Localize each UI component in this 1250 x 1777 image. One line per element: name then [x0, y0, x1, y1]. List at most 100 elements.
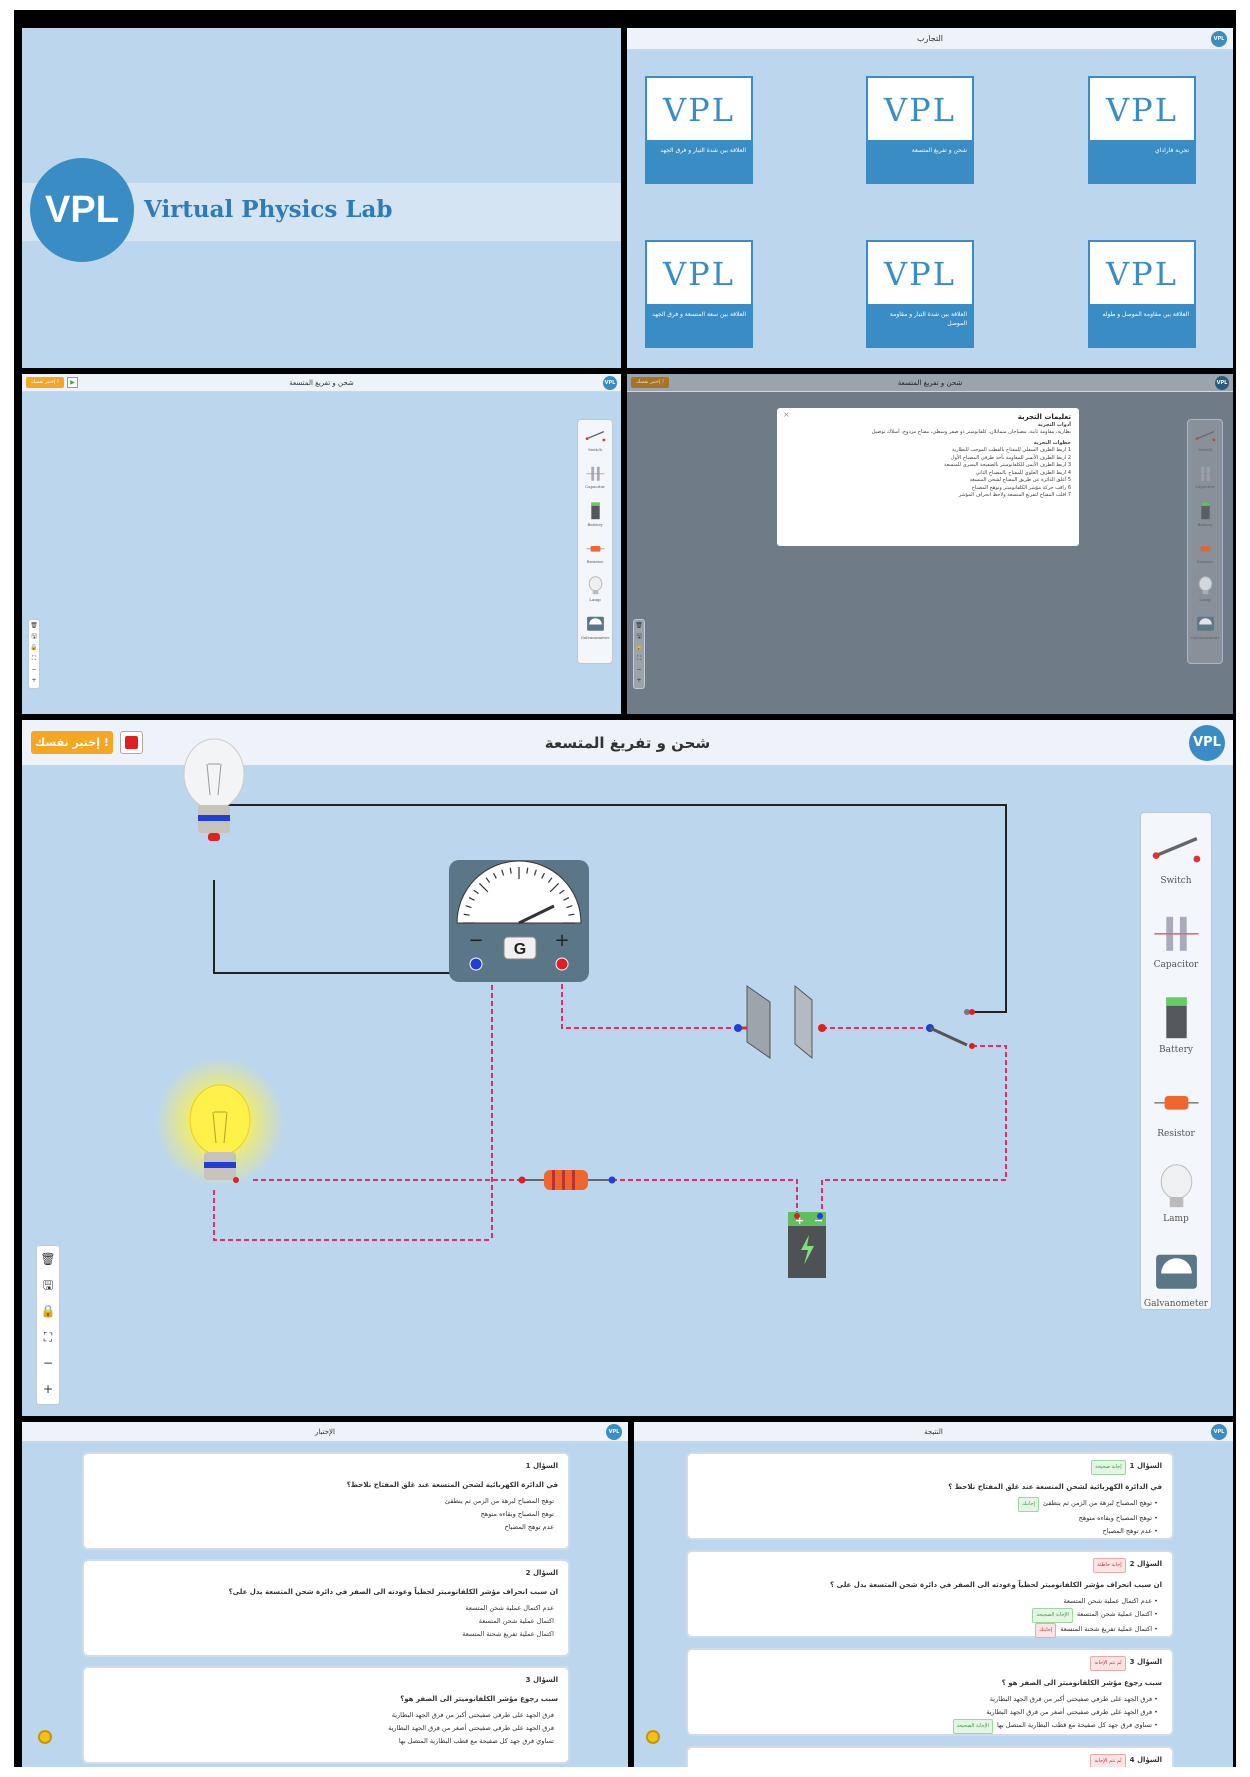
palette-item-switch[interactable]: Switch — [578, 426, 612, 452]
answer-option[interactable]: فرق الجهد على طرفي صفيحتي أصغر من فرق ال… — [388, 1724, 554, 1732]
result-header: النتيجة VPL — [634, 1422, 1233, 1442]
vpl-logo-large: VPL — [30, 158, 134, 262]
palette-item-lamp[interactable]: Lamp — [578, 576, 612, 602]
test-button[interactable]: إختبر نفسك ! — [26, 377, 64, 388]
battery-minus: − — [814, 1214, 823, 1227]
palette-item-battery[interactable]: Battery — [1141, 994, 1211, 1055]
palette-item-capacitor[interactable]: Capacitor — [1141, 910, 1211, 970]
instructions-title: تعليمات التجربة — [1017, 413, 1071, 421]
stop-button[interactable] — [120, 731, 143, 754]
fit-icon[interactable]: ⛶ — [636, 655, 642, 662]
experiments-header: التجارب VPL — [627, 28, 1233, 50]
galvanometer[interactable]: G − + — [449, 860, 589, 982]
lab-header: شحن و تفريغ المتسعة إختبر نفسك ! ▶ VPL — [22, 374, 621, 392]
answer-option[interactable]: توهج المصباح وبقاءه متوهج — [480, 1510, 554, 1518]
instruction-step: 3 اربط الطرف الأيمن للكلفانوميتر بالصفيح… — [943, 462, 1071, 468]
save-icon[interactable]: 🖫 — [42, 1278, 54, 1292]
palette-item-capacitor[interactable]: Capacitor — [1188, 464, 1222, 489]
lamp-unlit[interactable] — [183, 738, 245, 841]
instruction-step: 2 اربط الطرف الأيسر للمقاومة بأحد طرفي ا… — [950, 454, 1071, 461]
help-icon[interactable] — [38, 1730, 52, 1744]
wire-solid[interactable] — [213, 804, 1007, 1013]
galvanometer-tick — [473, 889, 479, 895]
result-option: • توهج المصباح لبرهة من الزمن ثم ينطفئإج… — [698, 1497, 1158, 1512]
answer-option[interactable]: عدم اكتمال عملية شحن المتسعة — [465, 1604, 554, 1612]
palette-label: Resistor — [1196, 559, 1214, 565]
zoom-in-icon[interactable]: + — [636, 677, 642, 684]
answer-mark: إجابتك — [1017, 1497, 1039, 1512]
battery[interactable]: + − — [788, 1212, 826, 1278]
lamp-lit[interactable] — [155, 1057, 285, 1187]
zoom-in-icon[interactable]: + — [31, 677, 37, 684]
option-text: فرق الجهد على طرفي صفيحتي أصغر من فرق ال… — [986, 1708, 1153, 1716]
test-button[interactable]: إختبر نفسك ! — [31, 731, 113, 754]
answer-option[interactable]: اكتمال عملية شحن المتسعة — [478, 1617, 554, 1625]
capacitor[interactable] — [734, 984, 826, 1060]
palette-item-galvanometer[interactable]: Galvanometer — [578, 614, 612, 640]
zoom-out-icon[interactable]: − — [636, 666, 642, 673]
palette-item-galvanometer[interactable]: Galvanometer — [1141, 1248, 1211, 1309]
test-button[interactable]: إختبر نفسك ! — [631, 377, 669, 388]
answer-option[interactable]: اكتمال عملية تفريغ شحنة المتسعة — [462, 1630, 554, 1638]
save-icon[interactable]: 🖫 — [31, 633, 37, 640]
steps-header: خطوات التجربة — [1033, 439, 1071, 446]
save-icon[interactable]: 🖫 — [636, 633, 642, 640]
answer-option[interactable]: فرق الجهد على طرفي صفيحتي أكبر من فرق ال… — [391, 1711, 554, 1719]
answer-option[interactable]: عدم توهج المصباح — [504, 1523, 554, 1531]
page-title: شحن و تفريغ المتسعة — [289, 379, 354, 387]
fit-icon[interactable]: ⛶ — [43, 1330, 53, 1344]
instruction-step: 4 اربط الطرف العلوي للمفتاح بالمصباح الث… — [975, 469, 1071, 476]
palette-item-battery[interactable]: Battery — [1188, 501, 1222, 527]
palette-item-switch[interactable]: Switch — [1188, 426, 1222, 452]
instructions-modal: × تعليمات التجربة أدوات التجربة بطارية، … — [777, 408, 1079, 546]
question-text: في الدائرة الكهربائية لشحن المتسعة عند غ… — [346, 1481, 558, 1489]
palette-item-resistor[interactable]: Resistor — [1141, 1079, 1211, 1139]
palette-item-lamp[interactable]: Lamp — [1188, 576, 1222, 602]
stop-icon — [125, 736, 138, 749]
wire-live[interactable] — [213, 952, 1007, 1241]
trash-icon[interactable]: 🗑 — [30, 622, 38, 629]
lock-icon[interactable]: 🔒 — [40, 1304, 56, 1318]
resistor-icon — [1195, 545, 1216, 559]
play-button[interactable]: ▶ — [67, 377, 78, 388]
experiment-caption: العلاقة بين شدة التيار و فرق الجهد — [647, 140, 751, 182]
answer-option[interactable]: تساوي فرق جهد كل صفيحة مع قطب البطارية ا… — [398, 1737, 554, 1745]
lock-icon[interactable]: 🔒 — [635, 644, 643, 651]
answer-mark: الإجابة الصحيحة — [1032, 1608, 1073, 1623]
capacitor-icon — [1195, 466, 1216, 484]
zoom-in-icon[interactable]: + — [42, 1382, 54, 1396]
galvanometer-icon — [1151, 1254, 1202, 1299]
resistor[interactable] — [518, 1170, 616, 1190]
palette-item-capacitor[interactable]: Capacitor — [578, 464, 612, 489]
question-text: ان سبب انحراف مؤشر الكلفانوميتر لحظياً و… — [830, 1581, 1162, 1589]
instruction-step: 6 راقب حركة مؤشر الكلفانوميتر وتوهج المص… — [971, 484, 1071, 491]
close-icon[interactable]: × — [783, 410, 790, 419]
palette-item-resistor[interactable]: Resistor — [1188, 539, 1222, 565]
trash-icon[interactable]: 🗑 — [40, 1252, 56, 1266]
zoom-out-icon[interactable]: − — [31, 666, 37, 673]
zoom-out-icon[interactable]: − — [42, 1356, 54, 1370]
fit-icon[interactable]: ⛶ — [31, 655, 37, 662]
palette-item-lamp[interactable]: Lamp — [1141, 1163, 1211, 1224]
answer-option[interactable]: توهج المصباح لبرهة من الزمن ثم ينطفئ — [444, 1497, 554, 1505]
galvanometer-plus: + — [554, 930, 569, 951]
result-badge: لم تتم الإجابة — [1090, 1754, 1126, 1767]
switch[interactable] — [926, 1009, 975, 1049]
trash-icon[interactable]: 🗑 — [635, 622, 643, 629]
result-card: السؤال 4لم تتم الإجابة — [686, 1746, 1174, 1767]
palette-item-galvanometer[interactable]: Galvanometer — [1188, 614, 1222, 640]
help-icon[interactable] — [646, 1730, 660, 1744]
palette-item-switch[interactable]: Switch — [1141, 825, 1211, 886]
lock-icon[interactable]: 🔒 — [30, 644, 38, 651]
palette-item-resistor[interactable]: Resistor — [578, 539, 612, 564]
palette-item-battery[interactable]: Battery — [578, 501, 612, 527]
page-title: شحن و تفريغ المتسعة — [897, 379, 963, 387]
